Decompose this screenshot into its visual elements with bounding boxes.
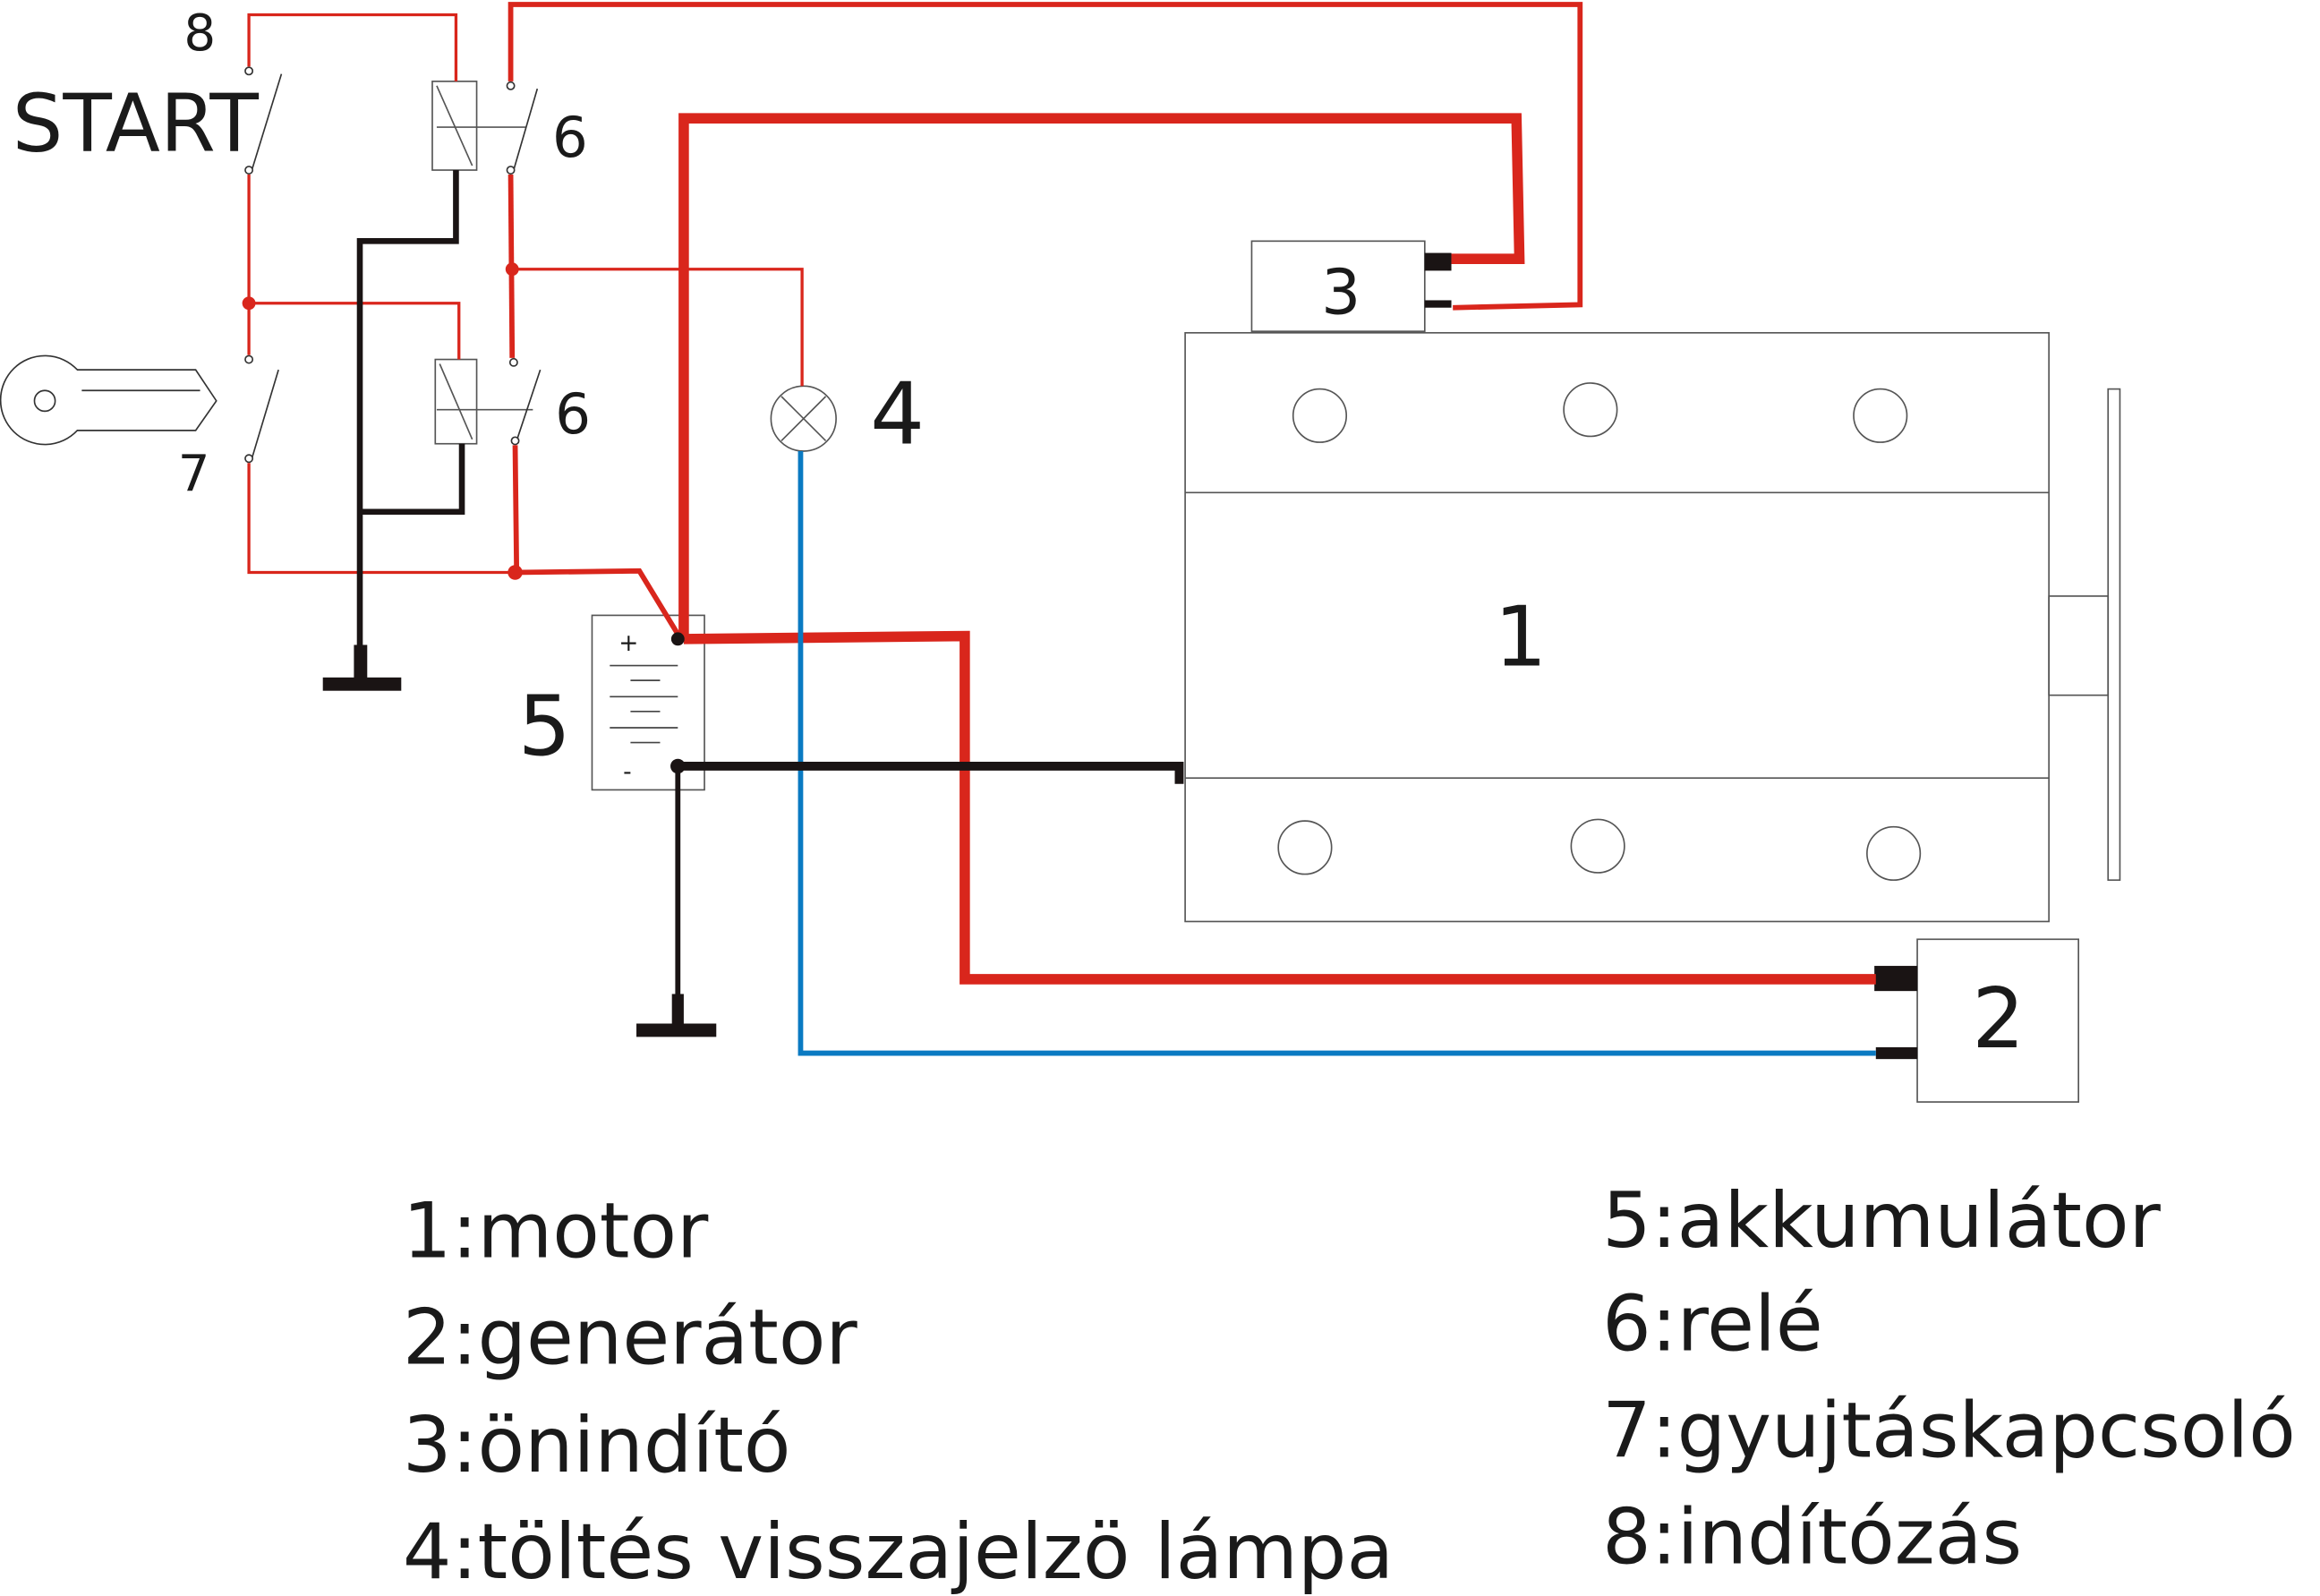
legend-item: 2:generátor <box>403 1293 857 1383</box>
legend-item: 6:relé <box>1602 1280 1823 1370</box>
battery: + - <box>591 614 705 791</box>
label-start: START <box>13 78 260 171</box>
generator-box <box>1916 938 2080 1103</box>
connectors <box>1424 252 1918 1060</box>
legend-item: 7:gyujtáskapcsoló <box>1602 1387 2296 1476</box>
ground-icons <box>322 632 717 1037</box>
label-3: 3 <box>1321 257 1360 329</box>
legend-item: 5:akkumulátor <box>1602 1176 2161 1266</box>
label-8: 8 <box>183 4 216 63</box>
red-wires-thin <box>247 13 804 575</box>
starter-box <box>1250 240 1426 332</box>
label-1: 1 <box>1494 589 1547 686</box>
legend: 1:motor 2:generátor 3:önindító 4:töltés … <box>403 1176 2296 1596</box>
label-7: 7 <box>178 446 210 504</box>
charge-lamp-icon <box>770 385 837 452</box>
motor <box>1184 331 2121 923</box>
switch-blades <box>244 66 542 464</box>
svg-text:-: - <box>623 758 632 786</box>
svg-text:+: + <box>618 629 638 657</box>
label-4: 4 <box>870 364 925 465</box>
label-6-top: 6 <box>552 105 588 170</box>
ignition-key-icon <box>0 354 218 446</box>
legend-item: 1:motor <box>403 1187 709 1276</box>
label-5: 5 <box>518 678 571 774</box>
label-6-bottom: 6 <box>555 381 591 447</box>
legend-item: 8:indítózás <box>1602 1493 2022 1583</box>
relay-icons <box>431 81 533 445</box>
red-wires-thick <box>678 113 1876 985</box>
blue-wire <box>798 450 1876 1056</box>
label-2: 2 <box>1972 970 2025 1067</box>
legend-item: 3:önindító <box>403 1401 791 1490</box>
junction-dots <box>242 262 523 580</box>
black-wires <box>356 170 1184 1001</box>
legend-item: 4:töltés visszajelzö lámpa <box>403 1507 1394 1596</box>
red-wires-medium <box>508 2 1583 641</box>
